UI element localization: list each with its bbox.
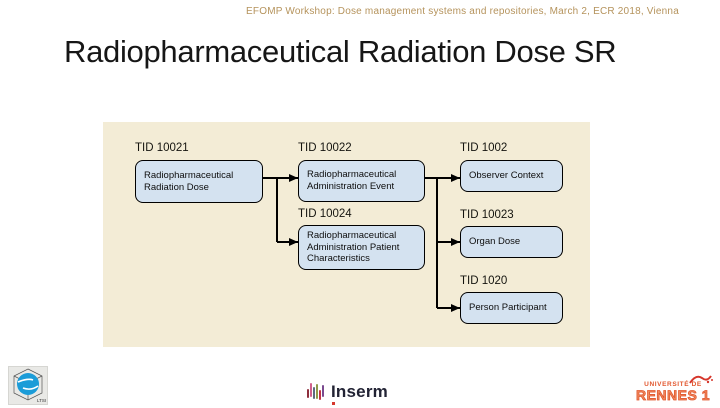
node-box-person-participant: Person Participant: [460, 292, 563, 324]
inserm-text: Inserm: [331, 382, 388, 401]
node-label-tid-10021: TID 10021: [135, 142, 189, 154]
node-label-tid-10023: TID 10023: [460, 209, 514, 221]
inserm-bar: [307, 388, 310, 398]
inserm-wordmark: Inserm: [331, 382, 388, 405]
tid-diagram-panel: TID 10021 TID 10022 TID 1002 TID 10024 T…: [103, 122, 590, 347]
inserm-red-dot: [332, 402, 335, 405]
inserm-logo: Inserm: [307, 381, 388, 405]
rennes-line2: RENNES 1: [635, 387, 711, 403]
connector-lines: [263, 174, 460, 312]
inserm-bars-icon: [307, 382, 325, 402]
universite-rennes-logo: UNIVERSITÉ DE RENNES 1: [630, 372, 716, 405]
inserm-bar: [322, 384, 325, 397]
inserm-bar: [316, 383, 319, 399]
node-box-radiopharmaceutical-administration-event: Radiopharmaceutical Administration Event: [298, 160, 425, 202]
node-label-tid-1002: TID 1002: [460, 142, 508, 154]
rennes-ermine-icon: [689, 375, 713, 384]
node-box-observer-context: Observer Context: [460, 160, 563, 192]
page-title: Radiopharmaceutical Radiation Dose SR: [64, 34, 617, 69]
inserm-bar: [310, 382, 313, 397]
inserm-bar: [313, 386, 316, 399]
ltsi-logo: LTSI: [8, 366, 48, 405]
node-box-radiopharmaceutical-radiation-dose: Radiopharmaceutical Radiation Dose: [135, 160, 263, 203]
workshop-header: EFOMP Workshop: Dose management systems …: [246, 6, 679, 17]
inserm-bar: [319, 389, 322, 400]
rennes-line1: UNIVERSITÉ DE: [644, 381, 702, 388]
node-box-organ-dose: Organ Dose: [460, 226, 563, 258]
node-label-tid-1020: TID 1020: [460, 275, 508, 287]
node-label-tid-10022: TID 10022: [298, 142, 352, 154]
node-label-tid-10024: TID 10024: [298, 208, 352, 220]
svg-text:LTSI: LTSI: [37, 398, 46, 403]
ltsi-cube-sphere-icon: LTSI: [13, 368, 46, 403]
node-box-radiopharmaceutical-administration-patient-characteristics: Radiopharmaceutical Administration Patie…: [298, 225, 425, 270]
